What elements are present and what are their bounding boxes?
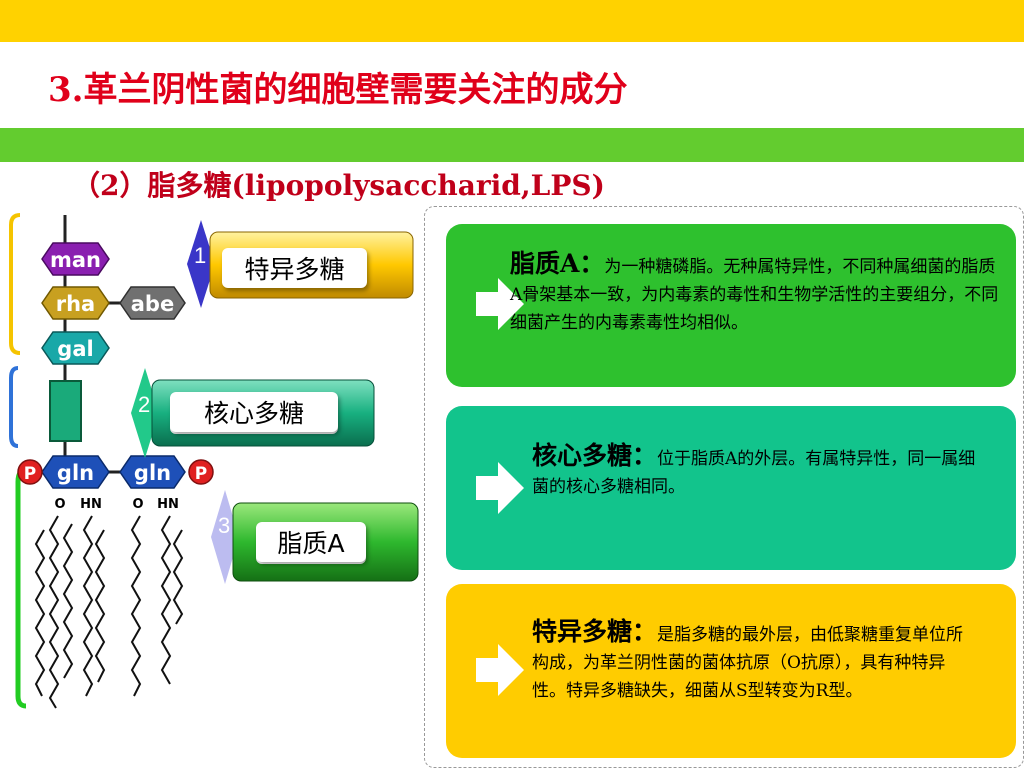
atom-o-left: O bbox=[54, 497, 65, 512]
sugar-gal: gal bbox=[41, 331, 110, 365]
svg-text:gal: gal bbox=[57, 337, 93, 361]
page-subtitle: （2）脂多糖(lipopolysaccharid,LPS) bbox=[72, 169, 605, 202]
bracket-blue bbox=[9, 366, 19, 448]
sugar-man: man bbox=[41, 242, 110, 276]
bracket-yellow bbox=[9, 213, 21, 355]
card-specific-polysaccharide: 特异多糖：是脂多糖的最外层，由低聚糖重复单位所构成，为革兰阴性菌的菌体抗原（O抗… bbox=[446, 584, 1016, 758]
arrow-right-icon bbox=[476, 644, 524, 696]
card-lipid-a-heading: 脂质A： bbox=[510, 249, 605, 278]
arrow-right-icon bbox=[476, 462, 524, 514]
card-core-heading: 核心多糖： bbox=[532, 441, 658, 470]
bracket-green bbox=[15, 467, 27, 709]
card-lipid-a: 脂质A：为一种糖磷脂。无种属特异性，不同种属细菌的脂质A骨架基本一致，为内毒素的… bbox=[446, 224, 1016, 387]
sugar-gln-left: gln bbox=[41, 455, 110, 489]
sugar-abe: abe bbox=[119, 286, 186, 320]
atom-hn-left: HN bbox=[80, 497, 102, 512]
card-specific-heading: 特异多糖： bbox=[532, 617, 658, 646]
top-yellow-band bbox=[0, 0, 1024, 42]
atom-hn-right: HN bbox=[157, 497, 179, 512]
card-lipid-a-body: 为一种糖磷脂。无种属特异性，不同种属细菌的脂质A骨架基本一致，为内毒素的毒性和生… bbox=[510, 257, 999, 333]
svg-text:rha: rha bbox=[56, 292, 95, 316]
svg-text:abe: abe bbox=[131, 292, 174, 316]
label-specific-polysaccharide: 特异多糖 bbox=[222, 248, 367, 288]
sugar-rha: rha bbox=[41, 286, 110, 320]
svg-text:P: P bbox=[24, 464, 36, 484]
phosphate-right: P bbox=[188, 459, 214, 485]
card-specific-body: 是脂多糖的最外层，由低聚糖重复单位所构成，为革兰阴性菌的菌体抗原（O抗原），具有… bbox=[532, 625, 964, 701]
sugar-gln-right: gln bbox=[119, 455, 186, 489]
svg-text:gln: gln bbox=[57, 461, 94, 485]
core-block bbox=[49, 380, 82, 442]
svg-text:P: P bbox=[195, 464, 207, 484]
svg-text:man: man bbox=[50, 248, 101, 272]
label-lipid-a: 脂质A bbox=[256, 522, 366, 562]
marker-1-number: 1 bbox=[194, 243, 207, 268]
arrow-right-icon bbox=[476, 278, 524, 330]
lps-structure-diagram: man rha abe gal gln gln P P O HN O HN bbox=[9, 213, 419, 709]
card-core-polysaccharide: 核心多糖：位于脂质A的外层。有属特异性，同一属细菌的核心多糖相同。 bbox=[446, 406, 1016, 570]
svg-text:gln: gln bbox=[134, 461, 171, 485]
atom-o-right: O bbox=[132, 497, 143, 512]
page-title: 3.革兰阴性菌的细胞壁需要关注的成分 bbox=[48, 70, 628, 110]
marker-3-diamond bbox=[211, 490, 239, 584]
marker-3-number: 3 bbox=[218, 513, 231, 538]
card-core-body: 位于脂质A的外层。有属特异性，同一属细菌的核心多糖相同。 bbox=[532, 449, 976, 497]
marker-2-number: 2 bbox=[138, 392, 151, 417]
label-core-polysaccharide: 核心多糖 bbox=[170, 392, 338, 432]
phosphate-left: P bbox=[17, 459, 43, 485]
fatty-acid-chains bbox=[34, 515, 184, 709]
marker-1-diamond bbox=[187, 220, 215, 308]
green-band bbox=[0, 128, 1024, 162]
